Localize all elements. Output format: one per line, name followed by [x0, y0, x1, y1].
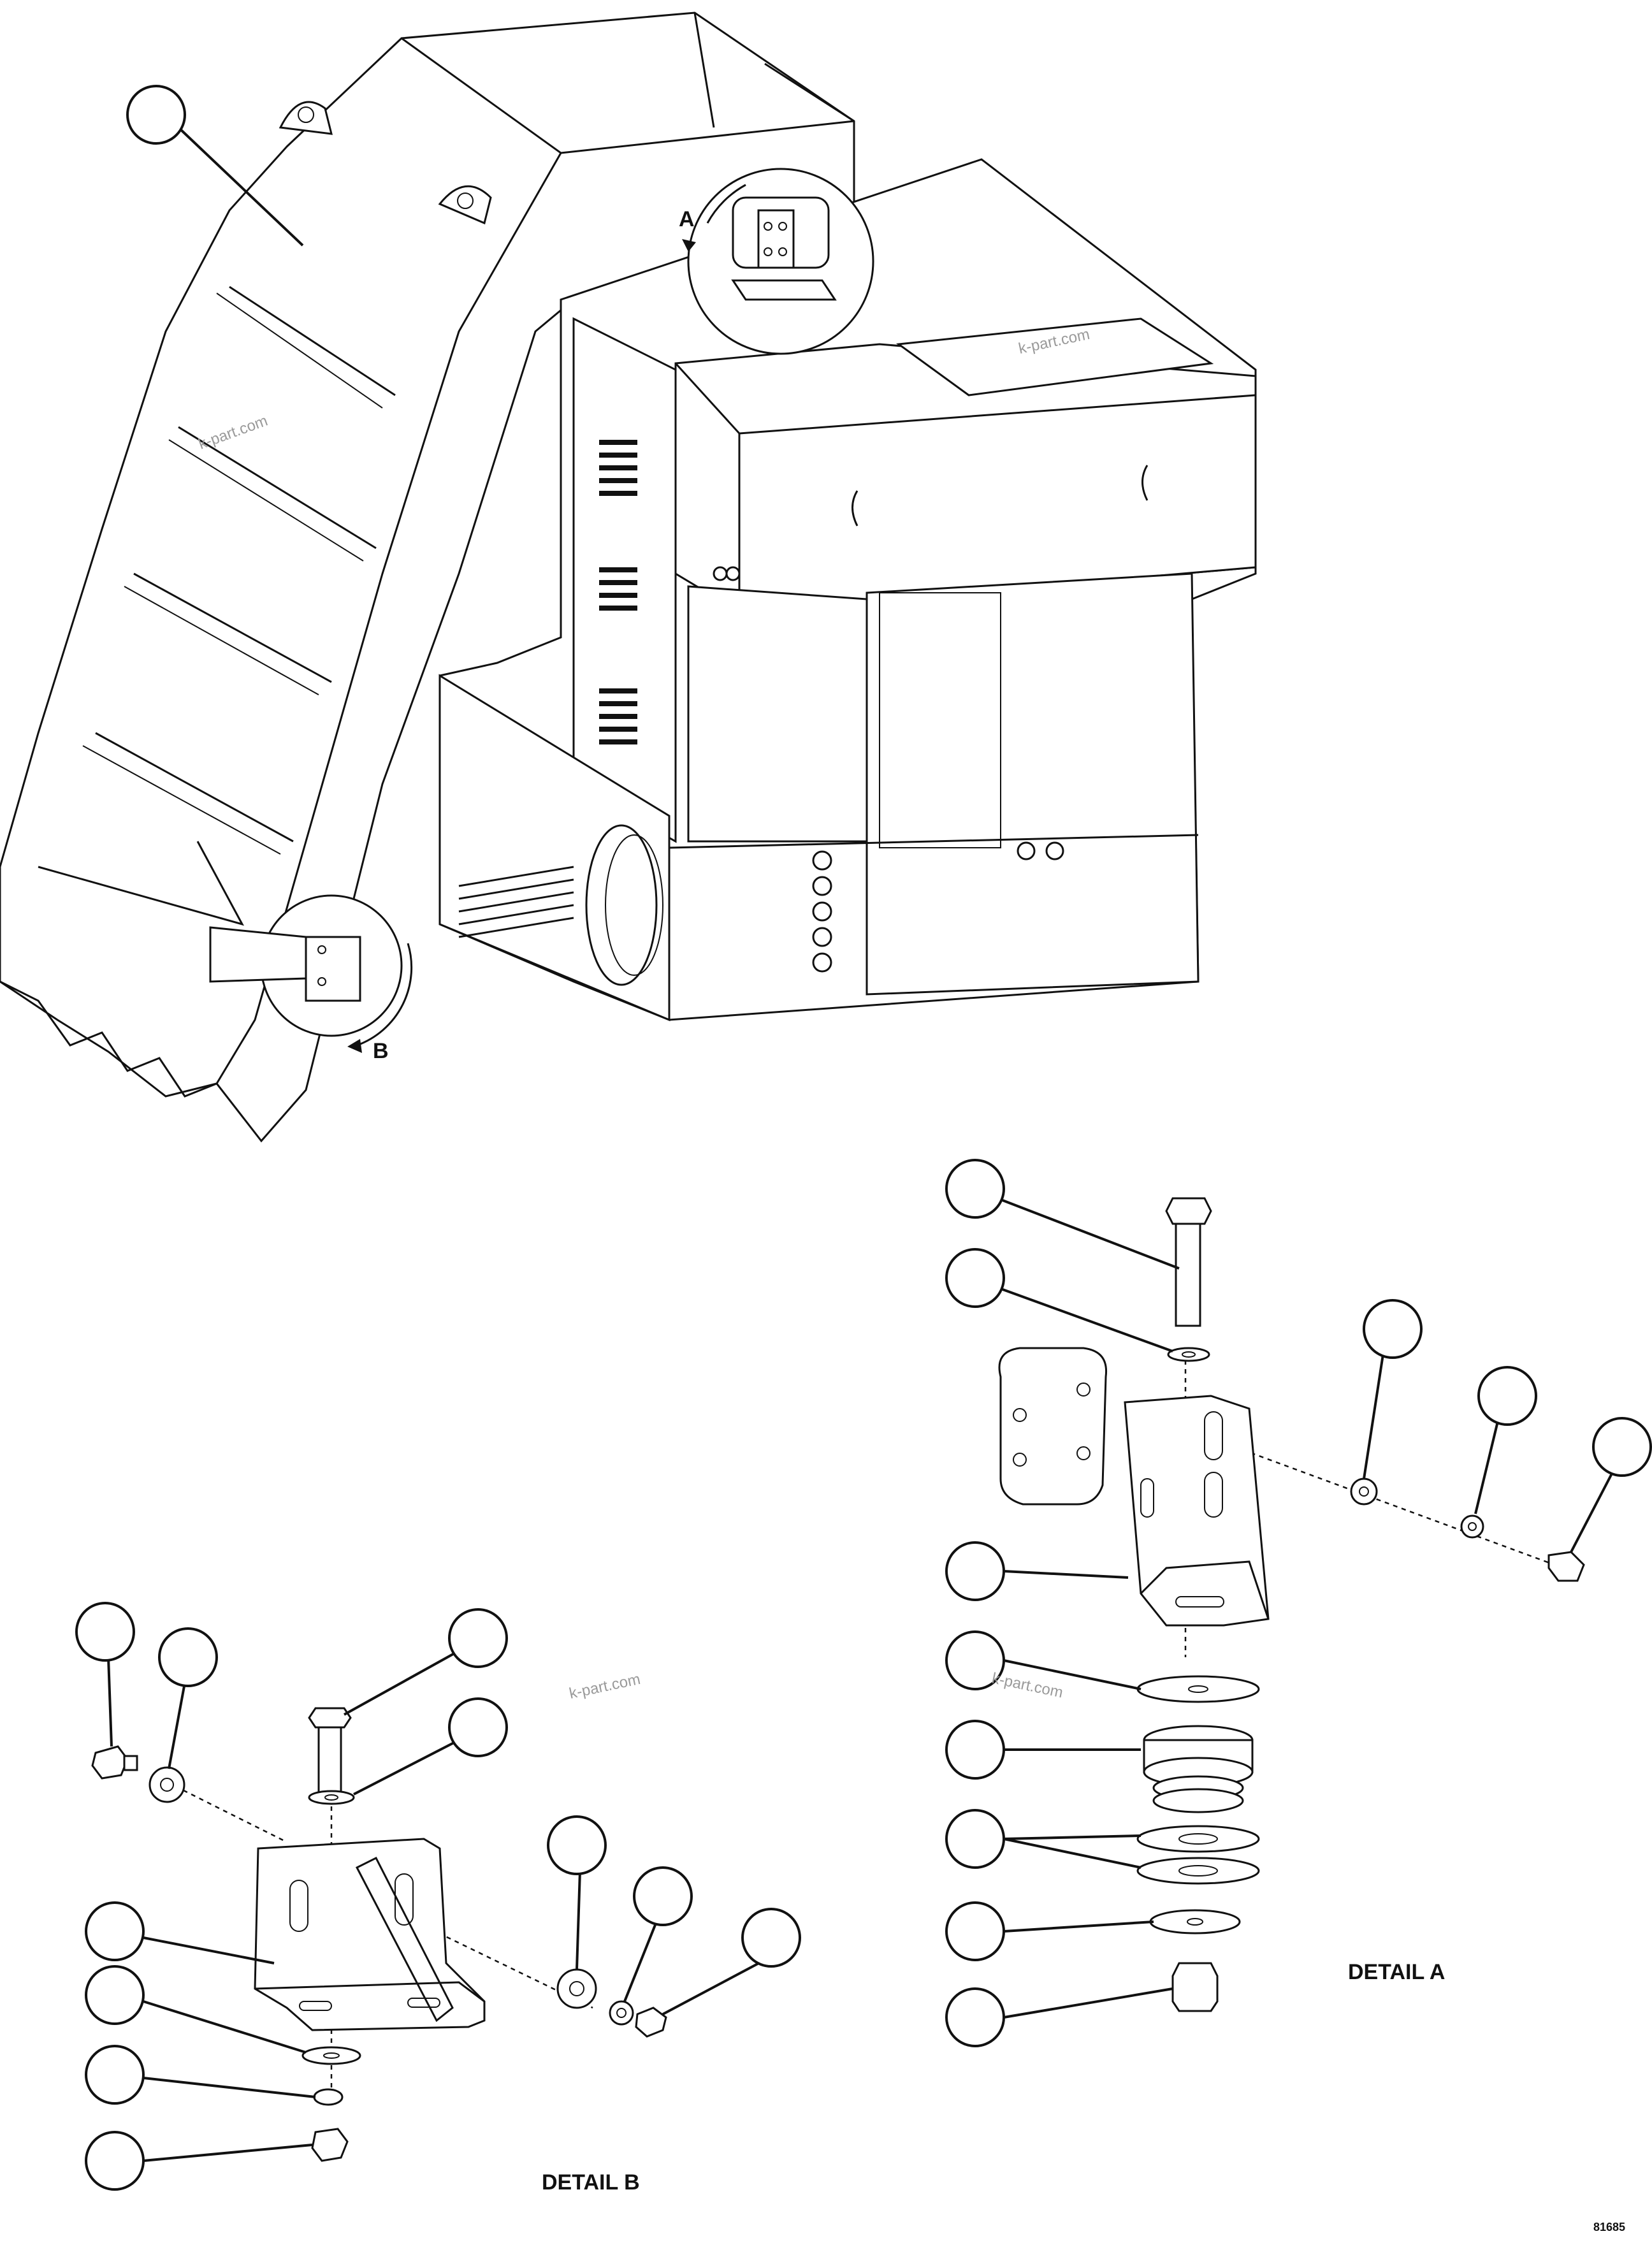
callout-balloon [945, 1720, 1141, 1780]
callout-balloon [662, 1908, 801, 2015]
callout-balloon [945, 1248, 1173, 1353]
callout-balloon [85, 2045, 316, 2105]
figure-code: 81685 [1593, 2221, 1625, 2233]
isolator-pad [998, 1347, 1108, 1506]
watermark-text: k-part.com [568, 1671, 642, 1702]
callout-balloon [945, 1987, 1173, 2047]
callout-balloon [85, 2131, 313, 2191]
callout-balloon [623, 1866, 693, 2002]
view-a-callout: A [679, 168, 874, 355]
view-a-label: A [679, 207, 695, 231]
callout-balloon [945, 1159, 1180, 1270]
detail-b-view: k-part.com DETAIL B [75, 1602, 801, 2195]
rubber-mount [1143, 1725, 1254, 1813]
hex-bolt [308, 1707, 352, 1799]
vent-grill [599, 440, 637, 744]
callout-balloon [1474, 1366, 1537, 1514]
hex-bolt [1165, 1197, 1212, 1327]
main-assembly-view: A B k-part.com k-part.com [0, 11, 1257, 1143]
callout-balloon [85, 1965, 307, 2054]
callout-balloon [85, 1901, 275, 1964]
view-b-callout: B [209, 894, 413, 1063]
callout-balloon [126, 85, 304, 247]
callout-balloon [158, 1627, 218, 1769]
callout-balloon [353, 1697, 508, 1796]
detail-a-view: k-part.com DETAIL A [945, 1159, 1652, 2047]
callout-balloon [945, 1809, 1141, 1869]
view-b-label: B [373, 1039, 389, 1063]
callout-balloon [945, 1901, 1154, 1961]
callout-balloon [75, 1602, 135, 1747]
callout-balloon [945, 1541, 1129, 1601]
generator-housing [438, 158, 1257, 1022]
detail-a-caption: DETAIL A [1348, 1960, 1445, 1984]
mounting-bracket [1124, 1395, 1270, 1627]
callout-balloon [344, 1608, 508, 1716]
callout-balloon [945, 1630, 1141, 1690]
mounting-bracket [254, 1838, 486, 2031]
detail-b-caption: DETAIL B [542, 2170, 640, 2195]
callout-balloon [1363, 1299, 1423, 1479]
watermark-text: k-part.com [990, 1669, 1064, 1701]
callout-balloon [547, 1815, 607, 1970]
callout-balloon [1570, 1417, 1652, 1553]
